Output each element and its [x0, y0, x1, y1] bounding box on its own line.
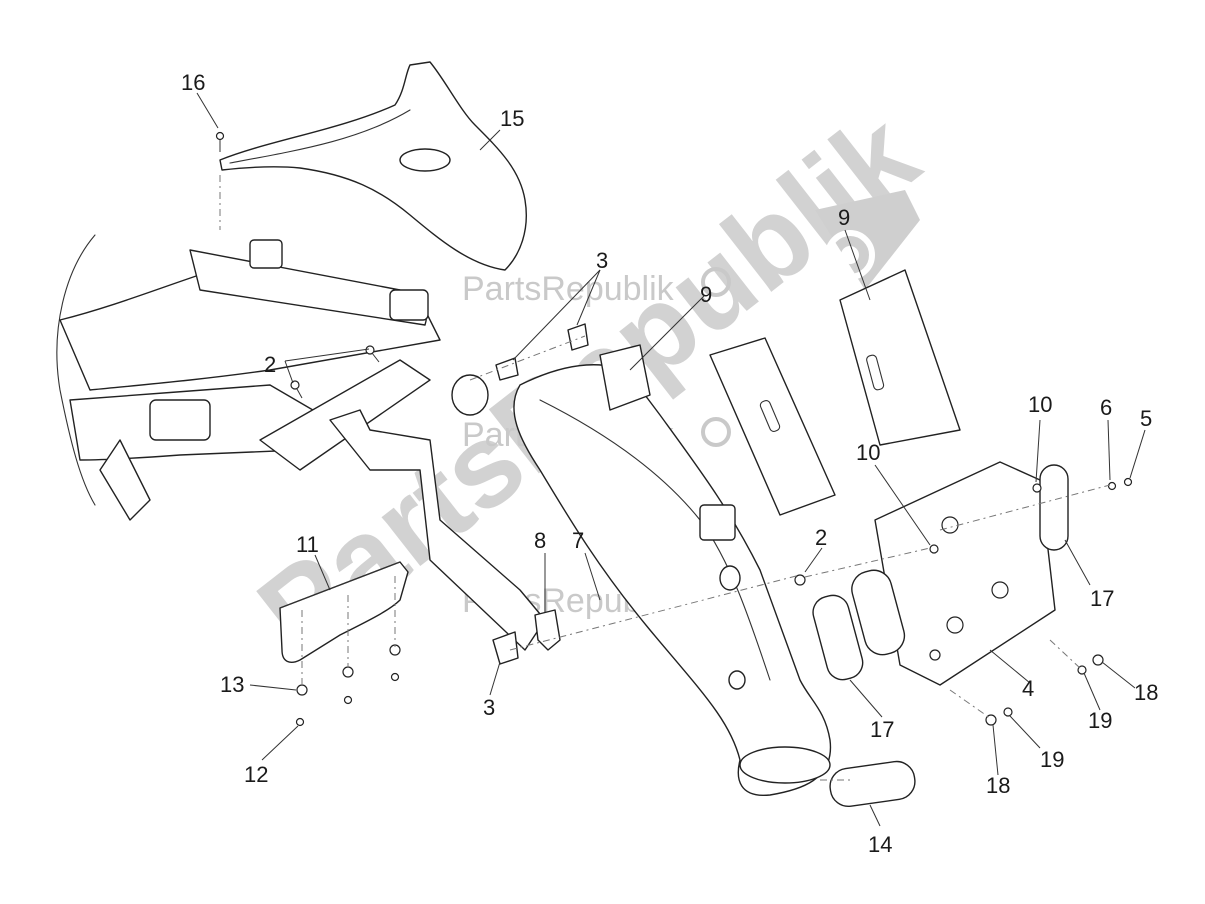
part-license-plate-holder	[874, 461, 1056, 686]
callout-11: 11	[296, 532, 319, 557]
callout-16: 16	[181, 70, 205, 95]
callout-7: 7	[572, 528, 584, 553]
part-bracket-8	[534, 609, 561, 651]
callout-4: 4	[1022, 676, 1034, 701]
hardware	[215, 131, 1133, 727]
callout-17-left: 17	[870, 717, 894, 742]
part-reflector-plate-left	[709, 337, 836, 516]
callout-19-right: 19	[1088, 708, 1112, 733]
callout-13: 13	[220, 672, 244, 697]
watermark-logo-big	[815, 190, 920, 290]
callout-leaders	[196, 92, 1146, 827]
callout-2-lower: 2	[815, 525, 827, 550]
callout-2-upper: 2	[264, 352, 276, 377]
callout-3-upper: 3	[596, 248, 608, 273]
callout-6: 6	[1100, 395, 1112, 420]
part-rear-frame	[56, 234, 546, 651]
part-mud-flap	[279, 561, 409, 663]
callout-19-left: 19	[1040, 747, 1064, 772]
callout-10-right: 10	[1028, 392, 1052, 417]
gear-icon	[701, 417, 731, 447]
watermark-row-1: PartsRepublik	[462, 267, 731, 308]
callout-3-lower: 3	[483, 695, 495, 720]
gear-icon	[701, 267, 731, 297]
callout-12: 12	[244, 762, 268, 787]
callout-14: 14	[868, 832, 892, 857]
callout-8: 8	[534, 528, 546, 553]
part-reflector-plate-right	[839, 269, 961, 446]
callout-10-left: 10	[856, 440, 880, 465]
callout-18-right: 18	[1134, 680, 1158, 705]
assembly-lines	[219, 175, 1111, 781]
watermark-text-1: PartsRepublik	[462, 270, 675, 308]
callout-labels: 16 15 3 9 9 2 10 10 6 5 11 8 7 2 17 13 3…	[181, 70, 1158, 857]
callout-15: 15	[500, 106, 524, 131]
part-reflector-pad-right	[1039, 464, 1069, 551]
part-rear-mudguard	[513, 344, 832, 796]
part-reflector-pad-left	[812, 569, 906, 681]
callout-17-right: 17	[1090, 586, 1114, 611]
part-clip-lower	[492, 631, 519, 665]
part-lamp-lens	[829, 760, 916, 808]
callout-5: 5	[1140, 406, 1152, 431]
callout-9-right: 9	[838, 205, 850, 230]
part-tail-cover	[219, 61, 527, 271]
callout-9-left: 9	[700, 282, 712, 307]
callout-18-left: 18	[986, 773, 1010, 798]
